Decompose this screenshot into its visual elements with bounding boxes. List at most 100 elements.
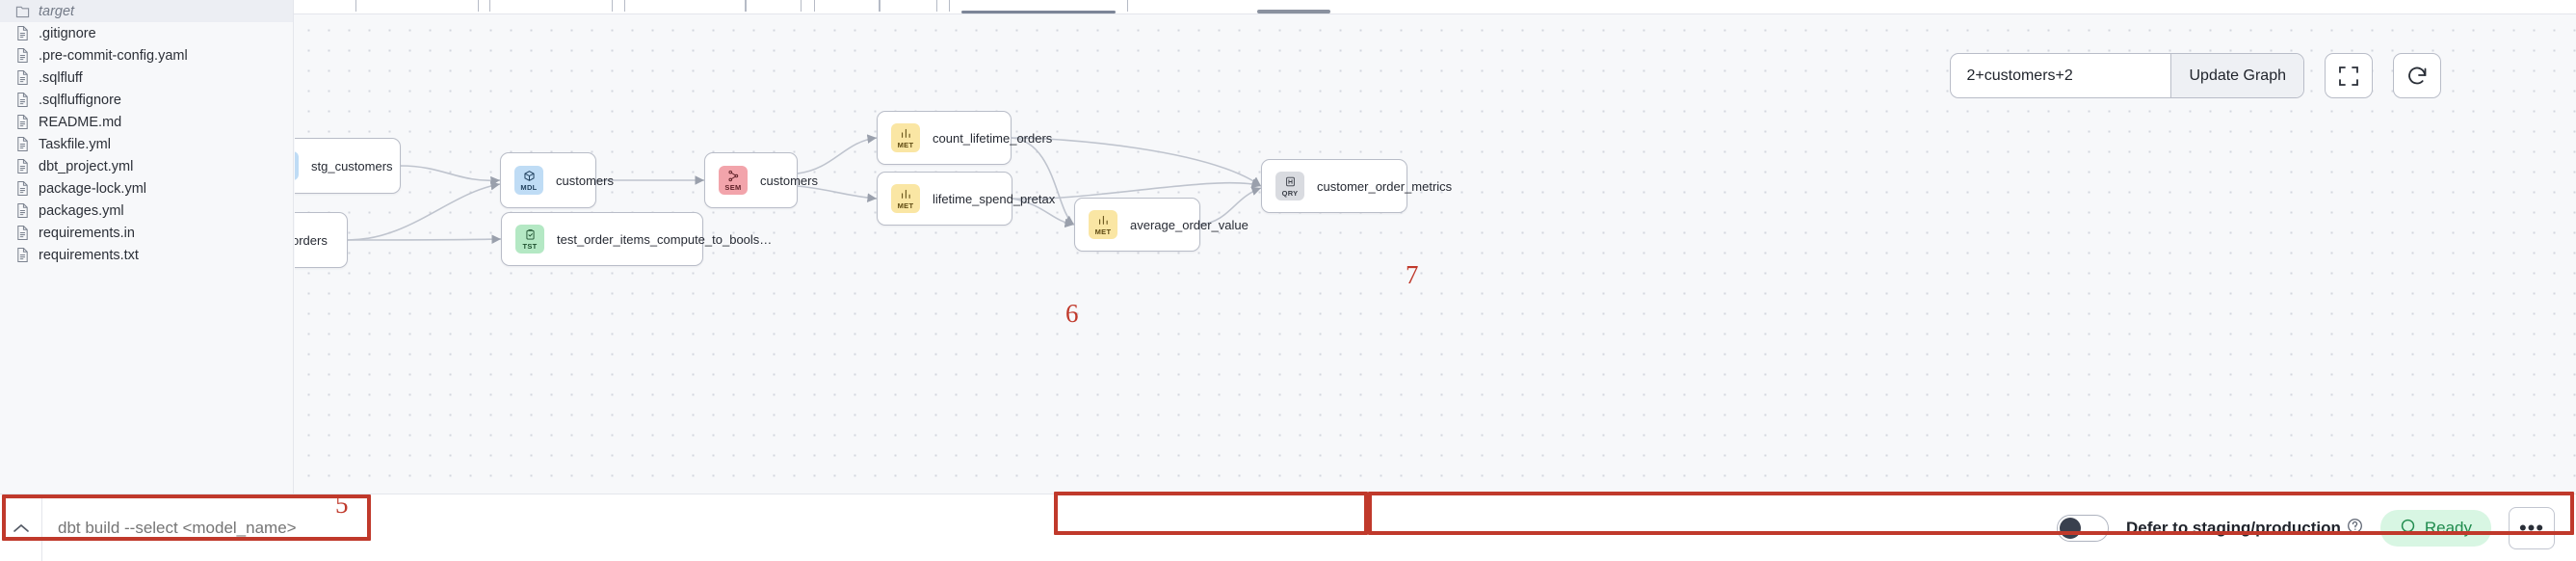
file-name: Taskfile.yml [39,136,111,152]
graph-node-label: customers [760,173,818,188]
graph-node-label: count_lifetime_orders [933,130,1053,146]
mdl-badge-icon: MDL [514,166,543,195]
dbt-command-input[interactable] [42,494,649,561]
editor-tab-active[interactable] [949,0,1128,12]
file-name: .sqlfluffignore [39,92,121,108]
file-list-item[interactable]: .sqlfluffignore [0,89,293,111]
graph-node[interactable]: MET lifetime_spend_pretax [877,172,1055,226]
badge-code: SEM [724,182,742,192]
more-options-button[interactable]: ••• [2509,507,2555,549]
file-icon [15,180,30,197]
file-name: package-lock.yml [39,180,147,197]
tst-badge-icon: TST [515,225,544,254]
lineage-edges [347,134,1262,244]
tabstrip-scrollbar[interactable] [1257,10,1330,13]
question-circle-icon[interactable] [2347,518,2363,539]
graph-node-label: test_order_items_compute_to_bools… [557,231,773,247]
defer-label: Defer to staging/production [2125,519,2341,537]
status-label: Ready [2424,519,2472,537]
file-list-item[interactable]: packages.yml [0,200,293,222]
file-explorer-sidebar[interactable]: target .gitignore .pre-commit-config.yaml.… [0,0,294,494]
file-icon [15,25,30,41]
defer-toggle[interactable] [2056,515,2109,542]
circle-icon [2400,518,2416,539]
graph-node-label: lifetime_spend_pretax [933,191,1056,206]
editor-tabstrip[interactable] [294,0,2576,14]
file-list-item[interactable]: .gitignore [0,22,293,44]
graph-selector-input[interactable] [1951,54,2171,97]
file-name: .gitignore [39,25,96,41]
active-tab-underline [961,11,1116,13]
file-name: requirements.txt [39,247,139,263]
graph-node[interactable]: TST test_order_items_compute_to_bools… [501,212,772,266]
graph-toolbar[interactable]: Update Graph [1950,53,2441,98]
qry-badge-icon: QRY [1275,172,1304,200]
graph-node[interactable]: MET average_order_value [1074,198,1249,252]
lineage-graph-canvas[interactable]: MDLstg_customersMDLorders MDL customersTST… [295,14,2576,494]
file-name: .pre-commit-config.yaml [39,47,188,64]
editor-tab[interactable] [814,0,880,12]
editor-tab[interactable] [355,0,479,12]
graph-node-label: customers [556,173,614,188]
file-name: README.md [39,114,122,130]
editor-tab[interactable] [746,0,802,12]
refresh-icon[interactable] [2393,53,2441,98]
graph-node[interactable]: MDLorders [295,212,348,268]
file-icon [15,136,30,152]
file-list-item[interactable]: requirements.txt [0,244,293,266]
badge-code: QRY [1281,188,1299,198]
file-name: target [39,3,75,19]
file-list-item[interactable]: requirements.in [0,222,293,244]
badge-code: TST [522,241,538,251]
graph-node[interactable]: MDL customers [500,152,614,208]
file-icon [15,114,30,130]
bottom-bar-right-cluster[interactable]: Defer to staging/production Ready [2056,494,2576,561]
update-graph-button[interactable]: Update Graph [2170,54,2303,97]
graph-node[interactable]: QRY customer_order_metrics [1261,159,1452,213]
file-list-item[interactable]: .pre-commit-config.yaml [0,44,293,67]
met-badge-icon: MET [891,123,920,152]
file-list-item[interactable]: README.md [0,111,293,133]
met-badge-icon: MET [891,184,920,213]
graph-node[interactable]: MET count_lifetime_orders [877,111,1052,165]
sem-badge-icon: SEM [719,166,748,195]
file-name: .sqlfluff [39,69,83,86]
file-icon [15,92,30,108]
file-name: dbt_project.yml [39,158,134,174]
status-badge[interactable]: Ready [2379,510,2491,547]
badge-code: MET [897,140,914,149]
graph-node-label: stg_customers [311,158,393,174]
file-list-item[interactable]: target [0,0,293,22]
graph-node-label: average_order_value [1130,217,1249,232]
toggle-knob [2059,518,2081,539]
graph-selector-group[interactable]: Update Graph [1950,53,2304,98]
file-icon [15,158,30,174]
file-name: packages.yml [39,202,124,219]
expand-icon[interactable] [2325,53,2373,98]
file-icon [15,202,30,219]
file-list-item[interactable]: Taskfile.yml [0,133,293,155]
editor-tab[interactable] [489,0,613,12]
editor-tab[interactable] [880,0,937,12]
file-list-item[interactable]: dbt_project.yml [0,155,293,177]
badge-code: MDL [520,182,538,192]
bottom-command-bar[interactable]: Defer to staging/production Ready [0,494,2576,561]
graph-node[interactable]: SEM customers [704,152,818,208]
file-name: requirements.in [39,225,135,241]
badge-code: MET [897,200,914,210]
file-icon [15,47,30,64]
file-icon [15,225,30,241]
editor-tab[interactable] [624,0,746,12]
file-list-item[interactable]: .sqlfluff [0,67,293,89]
graph-node[interactable]: MDLstg_customers [295,138,401,194]
file-icon [15,247,30,263]
folder-icon [15,3,30,19]
graph-node-label: customer_order_metrics [1317,178,1453,194]
file-list-item[interactable]: package-lock.yml [0,177,293,200]
graph-node-label: orders [295,232,328,248]
file-list[interactable]: target .gitignore .pre-commit-config.yaml.… [0,0,293,266]
file-icon [15,69,30,86]
badge-code: MET [1094,227,1112,236]
chevron-up-icon[interactable] [0,494,42,561]
